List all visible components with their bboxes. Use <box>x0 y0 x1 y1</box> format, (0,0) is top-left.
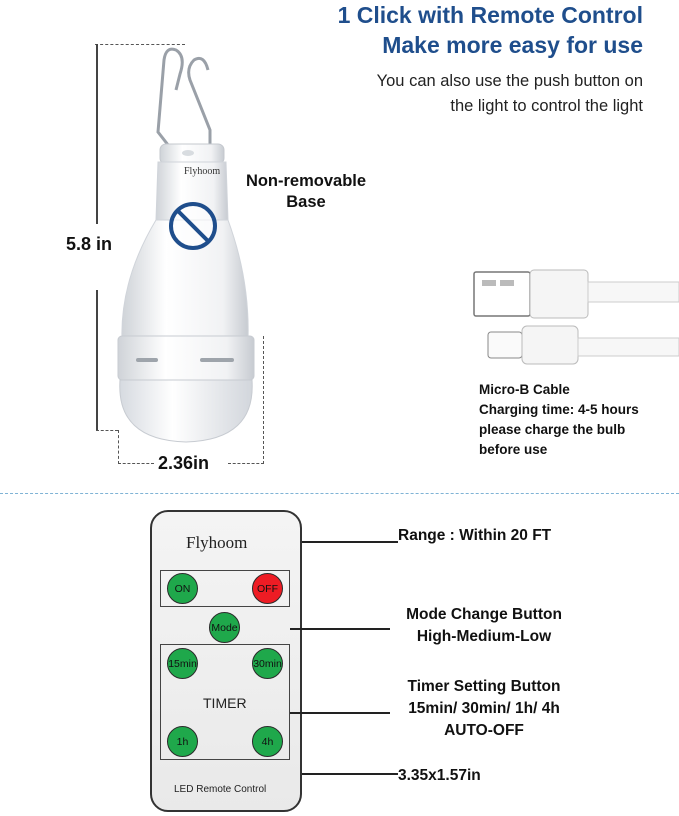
bulb-image <box>117 47 255 443</box>
section-divider <box>0 493 679 494</box>
timer-4h-button[interactable]: 4h <box>252 726 283 757</box>
height-line-lower <box>96 290 98 430</box>
timer-label-line-2: 15min/ 30min/ 1h/ 4h <box>408 700 560 717</box>
subline-2: the light to control the light <box>450 97 643 115</box>
cable-line-1: Micro-B Cable <box>479 382 570 397</box>
micro-b-cable-image <box>473 269 679 365</box>
base-line-2: Base <box>286 193 326 211</box>
mode-label-line-2: High-Medium-Low <box>416 628 552 645</box>
base-line-1: Non-removable <box>245 172 367 190</box>
headline-line-2: Make more easy for use <box>382 32 643 58</box>
timer-label-line-1: Timer Setting Button <box>407 678 561 695</box>
width-left-guide <box>118 430 119 464</box>
mode-label-line-1: Mode Change Button <box>406 606 562 623</box>
width-right-guide <box>263 336 264 464</box>
remote-brand: Flyhoom <box>186 533 248 552</box>
subline-1: You can also use the push button on <box>376 72 643 90</box>
size-leader <box>302 773 398 775</box>
remote-footer-label: LED Remote Control <box>174 784 267 795</box>
height-label: 5.8 in <box>66 234 113 254</box>
timer-15min-button[interactable]: 15min <box>167 648 198 679</box>
size-label: 3.35x1.57in <box>398 767 481 784</box>
mode-button[interactable]: Mode <box>209 612 240 643</box>
timer-button-group <box>160 644 290 760</box>
bulb-brand: Flyhoom <box>184 166 221 177</box>
cable-line-3: please charge the bulb <box>479 422 626 437</box>
height-bottom-guide <box>96 430 118 431</box>
width-line-right <box>228 463 264 464</box>
headline-line-1: 1 Click with Remote Control <box>337 2 643 28</box>
timer-leader <box>290 712 390 714</box>
width-line-left <box>118 463 154 464</box>
mode-label: Mode Change Button High-Medium-Low <box>384 604 584 648</box>
base-callout: Non-removable Base <box>226 171 386 213</box>
timer-1h-button[interactable]: 1h <box>167 726 198 757</box>
cable-line-4: before use <box>479 442 548 457</box>
timer-30min-button[interactable]: 30min <box>252 648 283 679</box>
timer-label-line-3: AUTO-OFF <box>444 722 524 739</box>
width-label: 2.36in <box>158 453 210 473</box>
range-label: Range : Within 20 FT <box>398 527 552 544</box>
on-button[interactable]: ON <box>167 573 198 604</box>
power-button-group <box>160 570 290 607</box>
cable-info: Micro-B Cable Charging time: 4-5 hours p… <box>479 380 639 460</box>
height-top-guide <box>95 44 185 45</box>
timer-setting-label: Timer Setting Button 15min/ 30min/ 1h/ 4… <box>384 676 584 742</box>
off-button[interactable]: OFF <box>252 573 283 604</box>
cable-line-2: Charging time: 4-5 hours <box>479 402 639 417</box>
range-leader <box>302 541 398 543</box>
timer-label: TIMER <box>203 695 247 711</box>
mode-leader <box>290 628 390 630</box>
height-line-upper <box>96 44 98 224</box>
